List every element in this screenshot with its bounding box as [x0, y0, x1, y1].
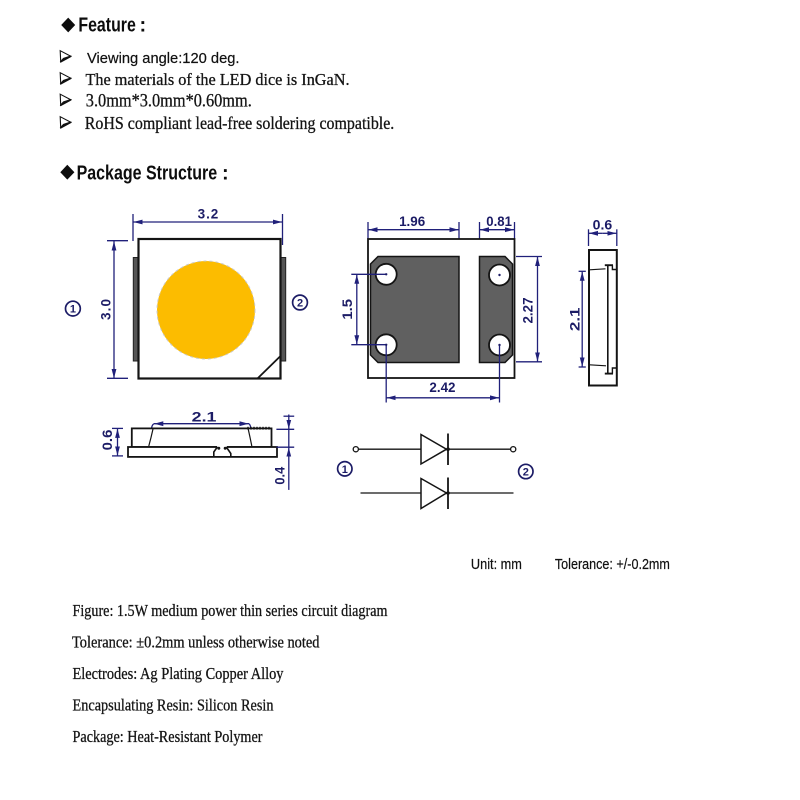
svg-text:Feature: Feature — [78, 15, 135, 37]
svg-text:3.2: 3.2 — [198, 207, 219, 222]
svg-text:2.1: 2.1 — [192, 410, 217, 425]
svg-text:Figure: 1.5W medium power thin: Figure: 1.5W medium power thin series ci… — [73, 601, 388, 620]
svg-text:Package: Heat-Resistant Polyme: Package: Heat-Resistant Polymer — [73, 727, 263, 746]
svg-text:The materials of the LED dice: The materials of the LED dice is InGaN. — [86, 70, 350, 89]
svg-text:Package Structure: Package Structure — [77, 163, 218, 185]
svg-text::: : — [140, 15, 147, 37]
svg-text:Encapsulating Resin: Silicon R: Encapsulating Resin: Silicon Resin — [73, 696, 274, 715]
svg-text:2.42: 2.42 — [429, 380, 455, 395]
svg-text:1.5: 1.5 — [340, 298, 355, 319]
svg-text:0.81: 0.81 — [486, 214, 512, 229]
svg-text::: : — [222, 163, 229, 185]
svg-text:1: 1 — [342, 464, 348, 476]
svg-text:RoHS compliant lead-free solde: RoHS compliant lead-free soldering compa… — [85, 113, 395, 133]
svg-text:2.27: 2.27 — [521, 298, 536, 324]
svg-text:3.0: 3.0 — [99, 299, 114, 320]
svg-text:2: 2 — [523, 467, 529, 479]
svg-text:Electrodes: Ag Plating Copper: Electrodes: Ag Plating Copper Alloy — [73, 664, 284, 683]
svg-text:0.6: 0.6 — [593, 217, 613, 232]
svg-text:0.4: 0.4 — [273, 466, 288, 484]
svg-text:Unit: mm: Unit: mm — [471, 556, 522, 573]
svg-text:Tolerance: +/-0.2mm: Tolerance: +/-0.2mm — [555, 556, 670, 573]
svg-text:2.1: 2.1 — [568, 307, 583, 331]
svg-text:1.96: 1.96 — [399, 214, 426, 229]
svg-text:0.6: 0.6 — [100, 429, 115, 450]
svg-text:2: 2 — [297, 298, 303, 310]
svg-text:3.0mm*3.0mm*0.60mm.: 3.0mm*3.0mm*0.60mm. — [86, 90, 252, 111]
svg-text:Viewing angle:120 deg.: Viewing angle:120 deg. — [87, 50, 240, 67]
svg-text:Tolerance: ±0.2mm unless other: Tolerance: ±0.2mm unless otherwise noted — [72, 633, 320, 652]
svg-text:1: 1 — [70, 304, 76, 316]
